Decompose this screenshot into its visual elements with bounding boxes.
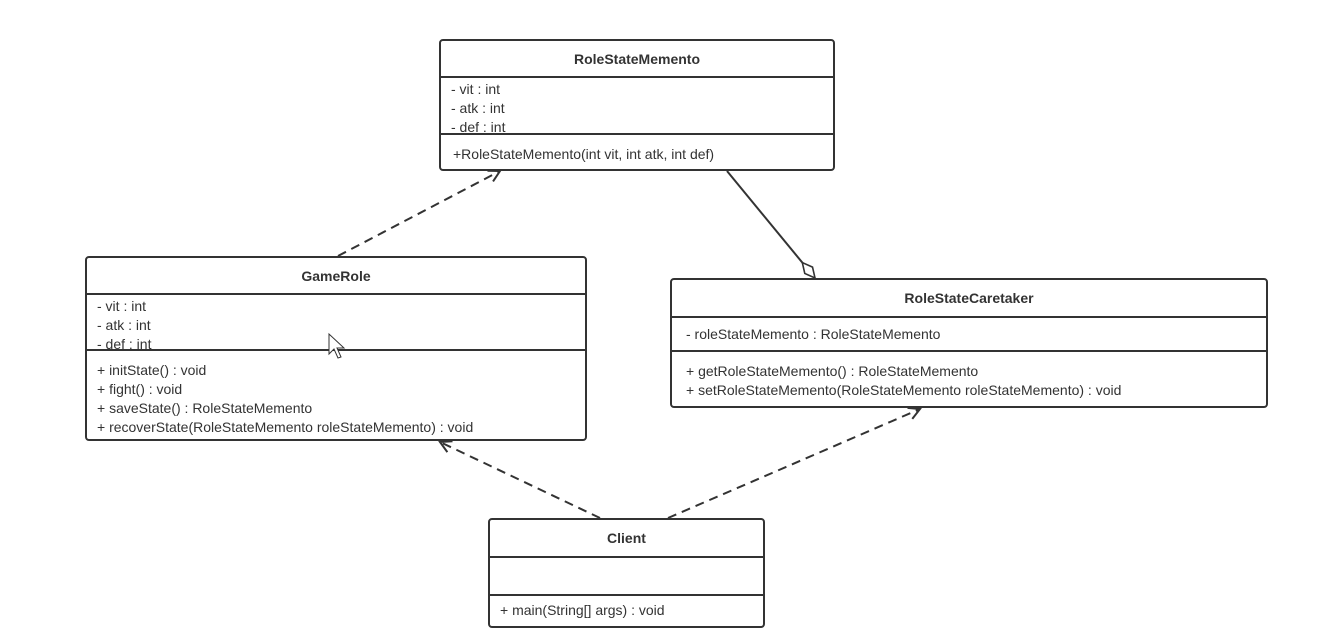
class-rolestatecaretaker[interactable]: RoleStateCaretaker - roleStateMemento : … [670, 278, 1268, 408]
class-name: GameRole [87, 258, 585, 295]
class-name: RoleStateMemento [441, 41, 833, 78]
attributes: - vit : int - atk : int - def : int [441, 78, 833, 135]
method: + saveState() : RoleStateMemento [97, 400, 313, 416]
methods: + getRoleStateMemento() : RoleStateMemen… [672, 352, 1266, 402]
attribute: - roleStateMemento : RoleStateMemento [686, 326, 941, 342]
aggregation-caretaker-memento [726, 170, 817, 280]
method: + setRoleStateMemento(RoleStateMemento r… [686, 382, 1122, 398]
attribute: - vit : int [97, 298, 147, 314]
methods: + initState() : void + fight() : void + … [87, 351, 585, 439]
attributes [490, 558, 763, 596]
method: + initState() : void [97, 362, 207, 378]
attributes: - roleStateMemento : RoleStateMemento [672, 318, 1266, 352]
class-name: RoleStateCaretaker [672, 280, 1266, 318]
method: + getRoleStateMemento() : RoleStateMemen… [686, 363, 979, 379]
method: + recoverState(RoleStateMemento roleStat… [97, 419, 474, 435]
method: + fight() : void [97, 381, 183, 397]
attribute: - atk : int [97, 317, 151, 333]
methods: +RoleStateMemento(int vit, int atk, int … [441, 135, 833, 166]
methods: + main(String[] args) : void [490, 596, 763, 622]
class-client[interactable]: Client + main(String[] args) : void [488, 518, 765, 628]
class-name: Client [490, 520, 763, 558]
attribute: - def : int [97, 336, 152, 351]
dependency-gamerole-memento [337, 171, 500, 257]
dependency-client-gamerole [440, 442, 601, 519]
class-gamerole[interactable]: GameRole - vit : int - atk : int - def :… [85, 256, 587, 441]
class-rolestatememento[interactable]: RoleStateMemento - vit : int - atk : int… [439, 39, 835, 171]
attribute: - def : int [451, 119, 506, 135]
dependency-client-caretaker [667, 409, 920, 519]
attributes: - vit : int - atk : int - def : int [87, 295, 585, 351]
method: + main(String[] args) : void [500, 602, 665, 618]
method: +RoleStateMemento(int vit, int atk, int … [453, 146, 715, 162]
attribute: - atk : int [451, 100, 505, 116]
attribute: - vit : int [451, 81, 501, 97]
